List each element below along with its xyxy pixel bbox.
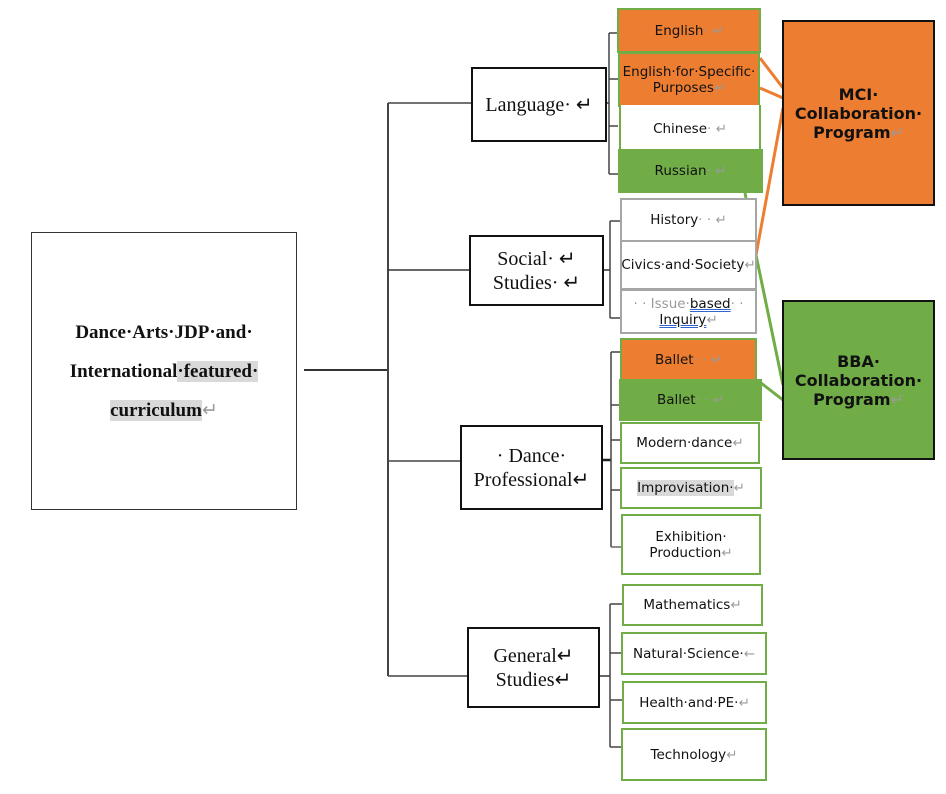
pilcrow: · ↵ (703, 22, 724, 39)
link-civics-bba (754, 254, 785, 386)
pilcrow: ↵ (733, 480, 745, 496)
pilcrow: · · (730, 295, 744, 312)
program-label-line-1: BBA· (837, 351, 880, 371)
root-line-2a: International (69, 360, 178, 382)
pilcrow: ↵ (738, 694, 750, 711)
leaf-label: Mathematics (643, 597, 731, 613)
leaf-label-line-1: Exhibition· (655, 528, 727, 545)
leaf-mathematics: Mathematics↵ (622, 584, 763, 626)
pilcrow: ↵ (730, 597, 742, 613)
leaf-label: Modern·dance (636, 435, 733, 451)
category-label-line-2: Professional↵ (473, 468, 590, 491)
pilcrow: ↵ (706, 311, 718, 328)
leaf-chinese: Chinese· ↵ (619, 105, 761, 155)
pilcrow: ↵ (201, 399, 218, 421)
pilcrow: ← (743, 645, 756, 662)
pilcrow: ↵ (744, 257, 756, 273)
link-russian-bba (743, 192, 748, 199)
leaf-english: English· ↵ (617, 8, 761, 53)
program-label-line-1: MCI· (838, 84, 879, 104)
leaf-label-line-2: Inquiry (659, 311, 707, 328)
leaf-label-line-2: Production (649, 544, 722, 561)
link-civics-mci (754, 107, 785, 256)
pilcrow: · · ↵ (695, 392, 725, 408)
program-label-line-2: Collaboration· (794, 103, 923, 123)
category-label-line-1: · Dance· (496, 444, 567, 467)
leaf-improvisation: Improvisation· ↵ (620, 467, 762, 509)
category-label-line-2: Studies↵ (495, 668, 572, 691)
link-esp-mci-1 (758, 57, 785, 89)
category-dance-professional: · Dance· Professional↵ (460, 425, 603, 510)
pilcrow: ↵ (726, 746, 738, 763)
category-social-studies: Social· ↵ Studies· ↵ (469, 235, 604, 306)
pilcrow: ↵ (732, 435, 744, 451)
leaf-label: History (650, 212, 699, 228)
leaf-natural-science: Natural·Science· ← (621, 632, 767, 675)
leaf-label: Improvisation· (637, 480, 734, 496)
category-label: Language· ↵ (485, 93, 593, 116)
leaf-technology: Technology↵ (621, 728, 767, 781)
leaf-label: Technology (650, 746, 727, 763)
leaf-label: Chinese (653, 121, 708, 137)
leaf-english-specific-purposes: English·for·Specific· Purposes↵ (618, 52, 760, 107)
program-label-line-3: Program (813, 389, 891, 409)
program-label-line-3: Program (813, 122, 891, 142)
leaf-label-underlined: based (689, 295, 731, 312)
leaf-exhibition-production: Exhibition· Production↵ (621, 514, 761, 575)
category-label-line-1: General↵ (493, 644, 574, 667)
pilcrow: ↵ (713, 79, 726, 96)
program-bba: BBA· Collaboration· Program↵ (782, 300, 935, 460)
leaf-ballet-mci: Ballet· · ↵ (620, 338, 757, 382)
link-esp-mci-2 (759, 86, 784, 100)
pilcrow: · ↵ (706, 163, 727, 179)
program-mci: MCI· Collaboration· Program↵ (782, 20, 935, 206)
leaf-label: Ballet (654, 352, 694, 368)
pilcrow: ↵ (721, 544, 733, 561)
pilcrow: ↵ (890, 389, 904, 409)
leaf-ballet-bba: Ballet· · ↵ (619, 379, 762, 421)
leaf-label: Ballet (656, 392, 696, 408)
leaf-label-line-1: English·for·Specific· (622, 63, 756, 80)
leaf-health-and-pe: Health·and·PE· ↵ (622, 681, 767, 724)
pilcrow: ↵ (890, 122, 904, 142)
root-line-3: curriculum (110, 399, 202, 421)
category-general-studies: General↵ Studies↵ (467, 627, 600, 708)
root-node: Dance·Arts·JDP·and· International·featur… (31, 232, 297, 510)
pilcrow: · ↵ (707, 121, 727, 137)
leaf-civics-and-society: Civics·and·Society↵ (620, 240, 757, 290)
root-line-2b: ·featured· (177, 360, 259, 382)
leaf-label-prefix: · · Issue· (633, 295, 690, 312)
leaf-modern-dance: Modern·dance↵ (620, 422, 760, 464)
category-language: Language· ↵ (471, 67, 607, 142)
leaf-label-line-2: Purposes (652, 79, 714, 96)
leaf-label: Civics·and·Society (621, 257, 745, 273)
leaf-label: English (654, 22, 704, 39)
pilcrow: · · ↵ (698, 212, 727, 228)
leaf-history: History· · ↵ (620, 198, 757, 242)
leaf-russian: Russian· ↵ (618, 149, 763, 193)
root-line-1: Dance·Arts·JDP·and· (75, 321, 253, 343)
category-label-line-2: Studies· ↵ (492, 271, 581, 294)
category-label-line-1: Social· ↵ (497, 247, 576, 270)
leaf-label: Health·and·PE· (639, 694, 739, 711)
pilcrow: · · ↵ (693, 352, 723, 368)
leaf-label: Russian (654, 163, 707, 179)
program-label-line-2: Collaboration· (794, 370, 923, 390)
link-ballet-bba (760, 381, 784, 402)
leaf-label: Natural·Science· (632, 645, 744, 662)
leaf-issue-based-inquiry: · · Issue·based· · Inquiry↵ (620, 289, 757, 334)
